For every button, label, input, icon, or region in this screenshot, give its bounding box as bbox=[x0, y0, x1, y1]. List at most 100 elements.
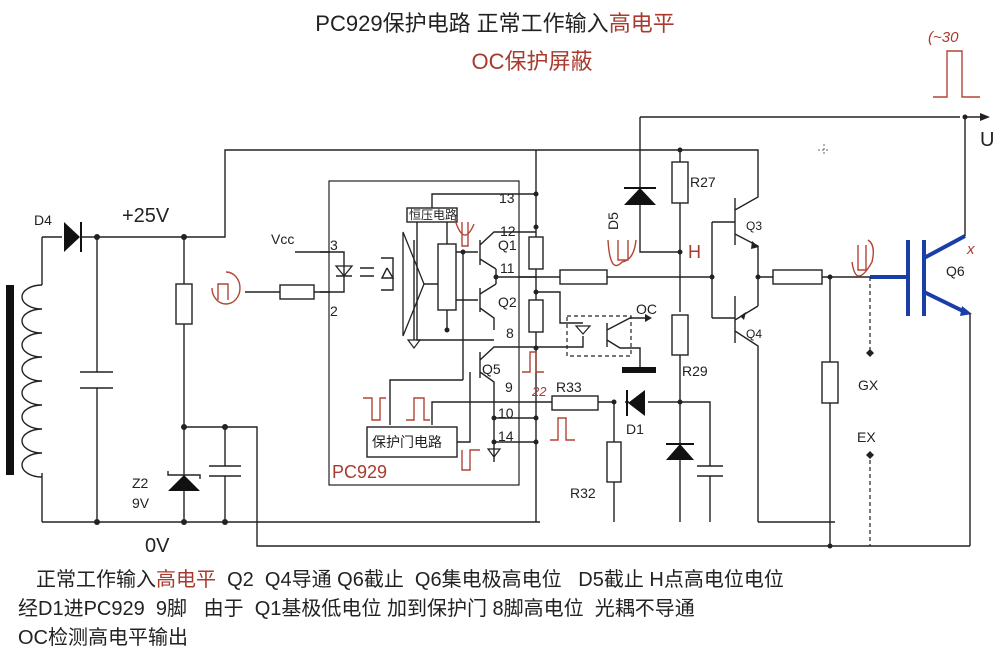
description-line-3: OC检测高电平输出 bbox=[18, 627, 188, 649]
pulse-sketch bbox=[461, 449, 480, 471]
label-q2: Q2 bbox=[498, 294, 517, 310]
page-title: PC929保护电路 正常工作输入高电平 bbox=[0, 6, 995, 38]
diode-d5-icon bbox=[624, 188, 656, 205]
label-protect-gate: 保护门电路 bbox=[372, 434, 442, 450]
pulse-annotation: (~30 bbox=[928, 29, 959, 46]
label-vcc: Vcc bbox=[271, 231, 294, 247]
label-q1: Q1 bbox=[498, 237, 517, 253]
wire bbox=[413, 240, 438, 330]
resistor-internal-icon bbox=[437, 243, 457, 311]
pin-14: 14 bbox=[498, 428, 514, 444]
pulse-d5-sketch bbox=[607, 239, 637, 267]
label-const-voltage: 恒压电路 bbox=[409, 207, 457, 222]
transistor-q3-q4-icon bbox=[640, 149, 759, 522]
label-gx: GX bbox=[858, 377, 879, 393]
label-r29: R29 bbox=[682, 363, 708, 379]
description-line-1: 正常工作输入高电平 Q2 Q4导通 Q6截止 Q6集电极高电位 D5截止 H点高… bbox=[36, 569, 784, 591]
description-text: 正常工作输入高电平 Q2 Q4导通 Q6截止 Q6集电极高电位 D5截止 H点高… bbox=[18, 566, 784, 653]
wire-led bbox=[320, 251, 345, 293]
pulse-q1-sketch bbox=[454, 219, 475, 247]
pin-3: 3 bbox=[330, 237, 338, 253]
label-ex: EX bbox=[857, 429, 876, 445]
description-line-2: 经D1进PC929 9脚 由于 Q1基极低电位 加到保护门 8脚高电位 光耦不导… bbox=[18, 598, 695, 620]
pin-9: 9 bbox=[505, 379, 513, 395]
label-d4: D4 bbox=[34, 212, 52, 228]
cursor-crosshair-icon bbox=[818, 144, 830, 156]
pc929-chip-outline bbox=[328, 180, 520, 486]
page-subtitle: OC保护屏蔽 bbox=[471, 49, 593, 74]
resistor-r27-icon bbox=[671, 161, 689, 204]
wire-collector-rail bbox=[639, 116, 960, 187]
light-arrows-icon bbox=[336, 267, 374, 277]
pin-11: 11 bbox=[500, 260, 515, 276]
wire-25v-rail bbox=[81, 149, 640, 238]
transistor-q1-q2-icon bbox=[479, 231, 536, 330]
r33-annotation: 22 bbox=[531, 384, 547, 399]
title-highlight: 高电平 bbox=[608, 11, 675, 36]
resistor-drive-icon bbox=[559, 269, 608, 285]
label-u: U bbox=[980, 129, 994, 151]
label-d1: D1 bbox=[626, 421, 644, 437]
capacitor-c2-icon bbox=[209, 427, 241, 522]
transformer-coil bbox=[21, 284, 43, 478]
ground-icon bbox=[486, 448, 502, 458]
pin-13: 13 bbox=[499, 190, 515, 206]
led-icon bbox=[334, 265, 354, 278]
pulse-sketch bbox=[406, 397, 430, 421]
resistor-gate-icon bbox=[772, 269, 823, 285]
label-r32: R32 bbox=[570, 485, 596, 501]
gx-terminal bbox=[866, 349, 874, 357]
wire-internal bbox=[446, 251, 478, 380]
q6-annotation: x bbox=[966, 241, 975, 258]
diode-d4-icon bbox=[64, 222, 80, 252]
label-r33: R33 bbox=[556, 379, 582, 395]
label-0v: 0V bbox=[145, 535, 170, 557]
resistor-ge-icon bbox=[821, 361, 839, 404]
pulse-output-sketch bbox=[933, 50, 980, 98]
oc-optocoupler-outline bbox=[566, 315, 632, 357]
label-h-point: H bbox=[688, 242, 701, 262]
output-arrow-icon bbox=[980, 113, 990, 121]
pulse-sketch bbox=[363, 397, 386, 421]
resistor-r33-icon bbox=[551, 395, 599, 411]
resistor-r29-icon bbox=[671, 314, 689, 356]
label-25v: +25V bbox=[122, 205, 170, 227]
diode-d1-icon bbox=[628, 390, 645, 416]
wire-protect-gate bbox=[389, 372, 598, 443]
oc-ground-bar bbox=[622, 367, 656, 373]
resistor-input-icon bbox=[279, 284, 315, 300]
pulse-sketch bbox=[522, 351, 544, 373]
pin-2: 2 bbox=[330, 303, 338, 319]
oc-led-icon bbox=[574, 325, 592, 335]
protect-gate-block bbox=[366, 426, 458, 458]
input-pulse-sketch bbox=[211, 271, 241, 305]
pulse-gate-sketch bbox=[851, 239, 875, 277]
wire-0v-return bbox=[184, 426, 835, 547]
resistor-icon bbox=[175, 283, 193, 325]
label-q5: Q5 bbox=[482, 361, 501, 377]
zener-icon bbox=[666, 444, 694, 460]
label-z2: Z2 bbox=[132, 475, 149, 491]
resistor-icon bbox=[528, 236, 544, 270]
pin-12: 12 bbox=[500, 223, 516, 239]
igbt-q6-icon bbox=[870, 234, 966, 316]
resistor-icon bbox=[528, 299, 544, 333]
transformer-core bbox=[6, 285, 14, 475]
ex-terminal bbox=[866, 451, 874, 459]
label-pc929: PC929 bbox=[332, 462, 387, 482]
pin-8: 8 bbox=[506, 325, 514, 341]
label-q4: Q4 bbox=[746, 327, 762, 341]
label-oc: OC bbox=[636, 301, 657, 317]
oc-phototransistor-icon bbox=[606, 317, 645, 368]
title-main: PC929保护电路 正常工作输入 bbox=[315, 11, 609, 36]
label-r27: R27 bbox=[690, 174, 716, 190]
resistor-r32-icon bbox=[606, 441, 622, 483]
capacitor-c1-icon bbox=[80, 237, 113, 522]
ground-icon bbox=[406, 339, 422, 349]
label-q3: Q3 bbox=[746, 219, 762, 233]
photodiode-icon bbox=[380, 257, 395, 291]
label-d5: D5 bbox=[605, 212, 621, 230]
pin-10: 10 bbox=[498, 405, 514, 421]
